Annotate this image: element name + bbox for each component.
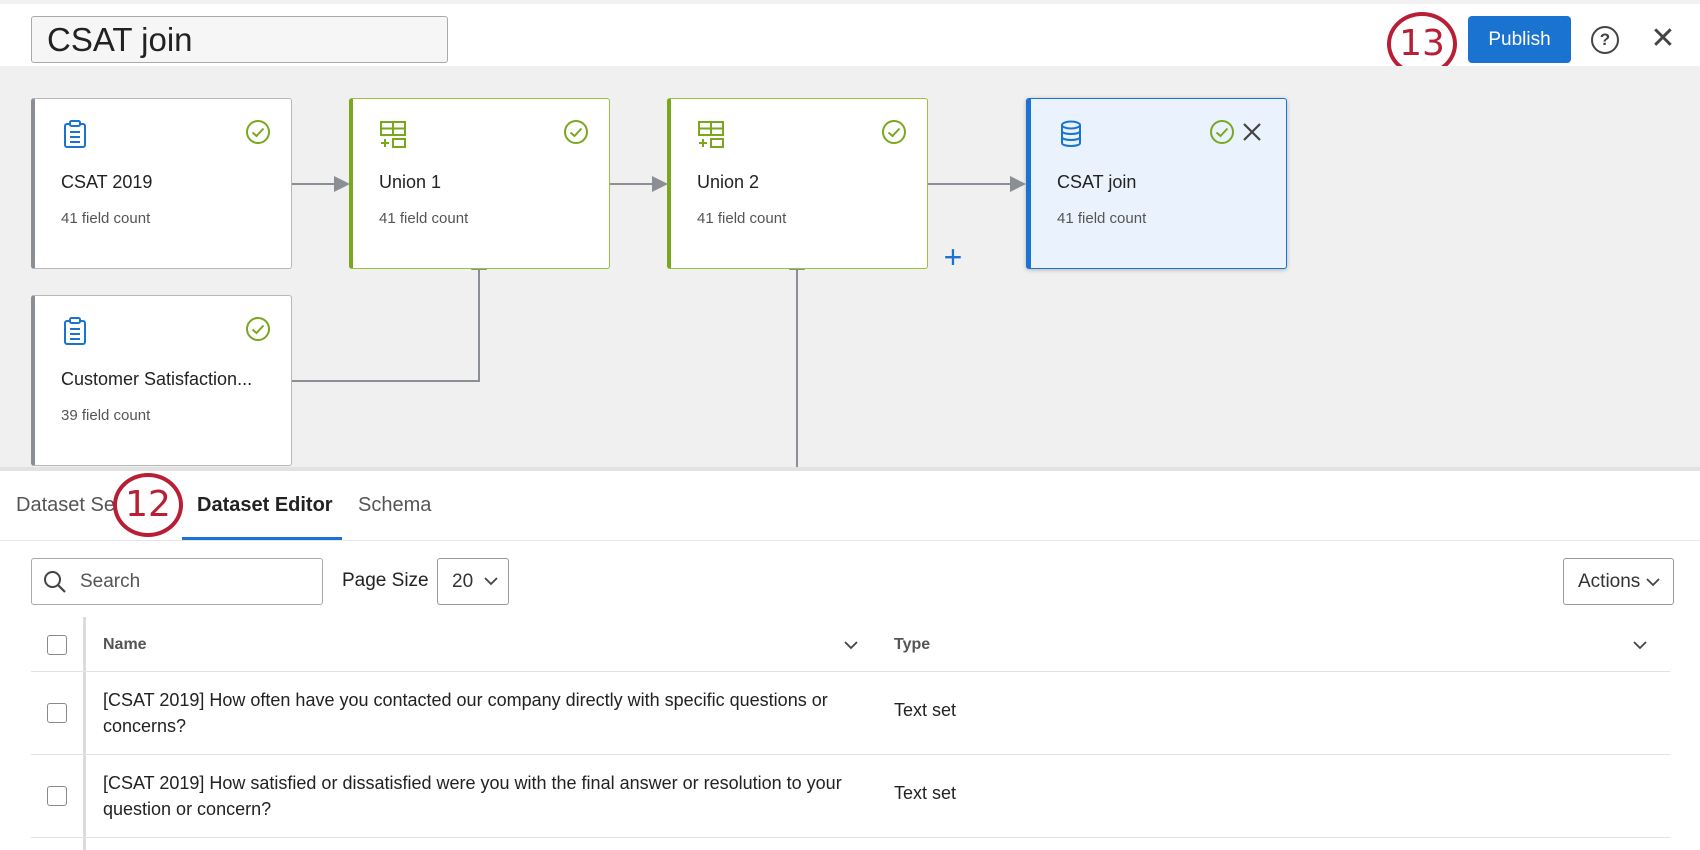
tab-schema[interactable]: Schema — [358, 494, 432, 516]
table-header-row: Name Type — [31, 617, 1670, 672]
field-type-cell: Text set — [894, 700, 957, 720]
survey-icon — [64, 120, 86, 148]
search-input[interactable] — [80, 559, 315, 604]
active-tab-indicator — [182, 537, 342, 540]
node-name: Union 2 — [697, 172, 760, 192]
flow-node-customer-satisfaction[interactable]: Customer Satisfaction... 39 field count — [31, 295, 292, 466]
actions-button[interactable]: Actions — [1563, 558, 1674, 605]
callout-badge-13: 13 — [1387, 12, 1457, 76]
table-row[interactable]: [CSAT 2019] How often have you contacted… — [31, 672, 1670, 755]
page-size-select[interactable]: 20 — [437, 558, 509, 605]
search-box[interactable] — [31, 558, 323, 605]
flow-node-csat-join[interactable]: CSAT join 41 field count — [1026, 98, 1287, 269]
database-icon — [1061, 120, 1081, 147]
field-type-cell: Text set — [894, 783, 957, 803]
node-field-count: 41 field count — [1057, 210, 1147, 227]
field-name-cell: [CSAT 2019] How satisfied or dissatisfie… — [103, 773, 842, 819]
success-check-icon — [246, 120, 270, 144]
column-header-name[interactable]: Name — [103, 636, 147, 653]
success-check-icon — [564, 120, 588, 144]
close-icon[interactable]: ✕ — [1650, 22, 1676, 55]
dataset-title-input[interactable] — [31, 16, 448, 63]
fields-table: Name Type [CSAT 2019] How often have you… — [31, 617, 1670, 850]
field-name-cell: [CSAT 2019] How often have you contacted… — [103, 690, 828, 736]
top-bar: 13 Publish ? ✕ — [0, 0, 1700, 76]
column-divider — [83, 617, 86, 850]
flow-node-csat-2019[interactable]: CSAT 2019 41 field count — [31, 98, 292, 269]
publish-button[interactable]: Publish — [1468, 16, 1571, 63]
success-check-icon — [882, 120, 906, 144]
success-check-icon — [246, 317, 270, 341]
node-field-count: 41 field count — [61, 210, 151, 227]
add-node-button[interactable]: + — [943, 239, 963, 275]
flow-connectors — [292, 176, 1026, 467]
node-field-count: 41 field count — [697, 210, 787, 227]
search-icon — [44, 571, 66, 593]
bottom-panel: Dataset Se Dataset Editor Schema Page Si… — [0, 467, 1700, 850]
node-field-count: 41 field count — [379, 210, 469, 227]
connector-customer-union1 — [292, 254, 487, 382]
tab-bar: Dataset Se Dataset Editor Schema — [0, 471, 1700, 541]
page-size-value: 20 — [452, 571, 474, 592]
table-row[interactable]: [CSAT 2019] How satisfied or dissatisfie… — [31, 755, 1670, 838]
node-name: CSAT 2019 — [61, 172, 153, 192]
flow-node-union-2[interactable]: Union 2 41 field count — [667, 98, 928, 269]
chevron-down-icon[interactable] — [1633, 640, 1647, 650]
node-name: CSAT join — [1057, 172, 1137, 192]
actions-label: Actions — [1578, 570, 1641, 592]
chevron-down-icon — [1646, 578, 1660, 587]
page-size-label: Page Size — [342, 570, 429, 591]
union-icon — [698, 121, 724, 148]
chevron-down-icon — [484, 577, 498, 586]
success-check-icon — [1210, 120, 1234, 144]
flow-node-union-1[interactable]: Union 1 41 field count — [349, 98, 610, 269]
select-all-checkbox[interactable] — [47, 635, 67, 655]
tab-dataset-settings[interactable]: Dataset Se — [16, 494, 115, 516]
flow-canvas: CSAT 2019 41 field count Union 1 41 fiel… — [0, 66, 1700, 467]
chevron-down-icon[interactable] — [844, 640, 858, 650]
help-icon[interactable]: ? — [1591, 26, 1619, 54]
survey-icon — [64, 317, 86, 345]
node-field-count: 39 field count — [61, 407, 151, 424]
node-name: Customer Satisfaction... — [61, 369, 253, 389]
remove-node-icon[interactable] — [1241, 121, 1263, 143]
callout-badge-12: 12 — [113, 473, 183, 537]
row-checkbox[interactable] — [47, 703, 67, 723]
tab-dataset-editor[interactable]: Dataset Editor — [197, 494, 333, 516]
column-header-type[interactable]: Type — [894, 636, 931, 653]
row-checkbox[interactable] — [47, 786, 67, 806]
node-name: Union 1 — [379, 172, 442, 192]
union-icon — [380, 121, 406, 148]
